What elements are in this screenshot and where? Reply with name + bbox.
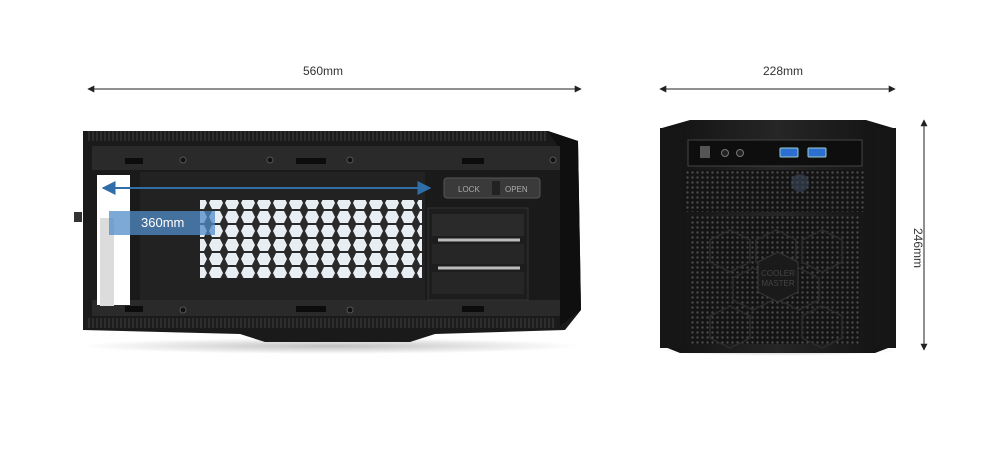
bay-open-label: OPEN [505,185,528,194]
side-length-label: 560mm [303,64,344,78]
cooler-master-logo [757,251,799,303]
front-height-label: 246mm [911,228,925,269]
radiator-length-label: 360mm [109,211,215,235]
logo-line2: MASTER [761,279,795,288]
usb-port-icon [807,147,827,158]
usb-port-icon [779,147,799,158]
bay-lock-label: LOCK [458,185,480,194]
logo-line1: COOLER [761,269,795,278]
front-view-case: COOLER MASTER [656,120,900,356]
front-width-label: 228mm [763,64,804,78]
side-view-case: LOCK OPEN [74,131,581,354]
